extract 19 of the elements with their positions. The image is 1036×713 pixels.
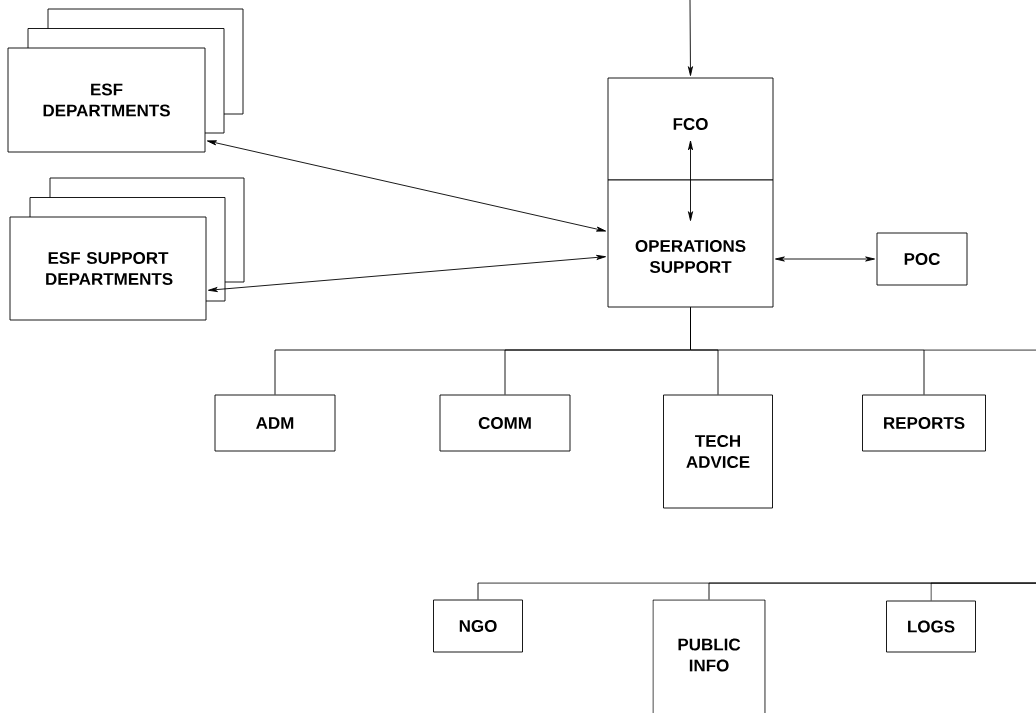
process-box: FCO [607, 77, 774, 181]
arrow [688, 140, 694, 221]
arrow [687, 0, 693, 76]
process-box: NGO [433, 599, 523, 653]
process-box: ADM [214, 394, 336, 452]
process-box: OPERATIONS SUPPORT [607, 179, 774, 308]
arrow [206, 140, 607, 232]
connector-line [930, 582, 1036, 601]
process-box: POC [876, 232, 968, 286]
process-box: LOGS [886, 600, 976, 653]
arrow [775, 256, 875, 262]
process-box: PUBLIC INFO [652, 599, 766, 713]
stacked-box: ESF DEPARTMENTS [7, 8, 244, 153]
arrow [208, 254, 606, 293]
connector-line [690, 307, 925, 395]
process-box: REPORTS [862, 394, 986, 452]
stacked-box: ESF SUPPORT DEPARTMENTS [9, 177, 245, 321]
process-box: TECH ADVICE [663, 394, 773, 509]
process-box: COMM [439, 394, 571, 452]
